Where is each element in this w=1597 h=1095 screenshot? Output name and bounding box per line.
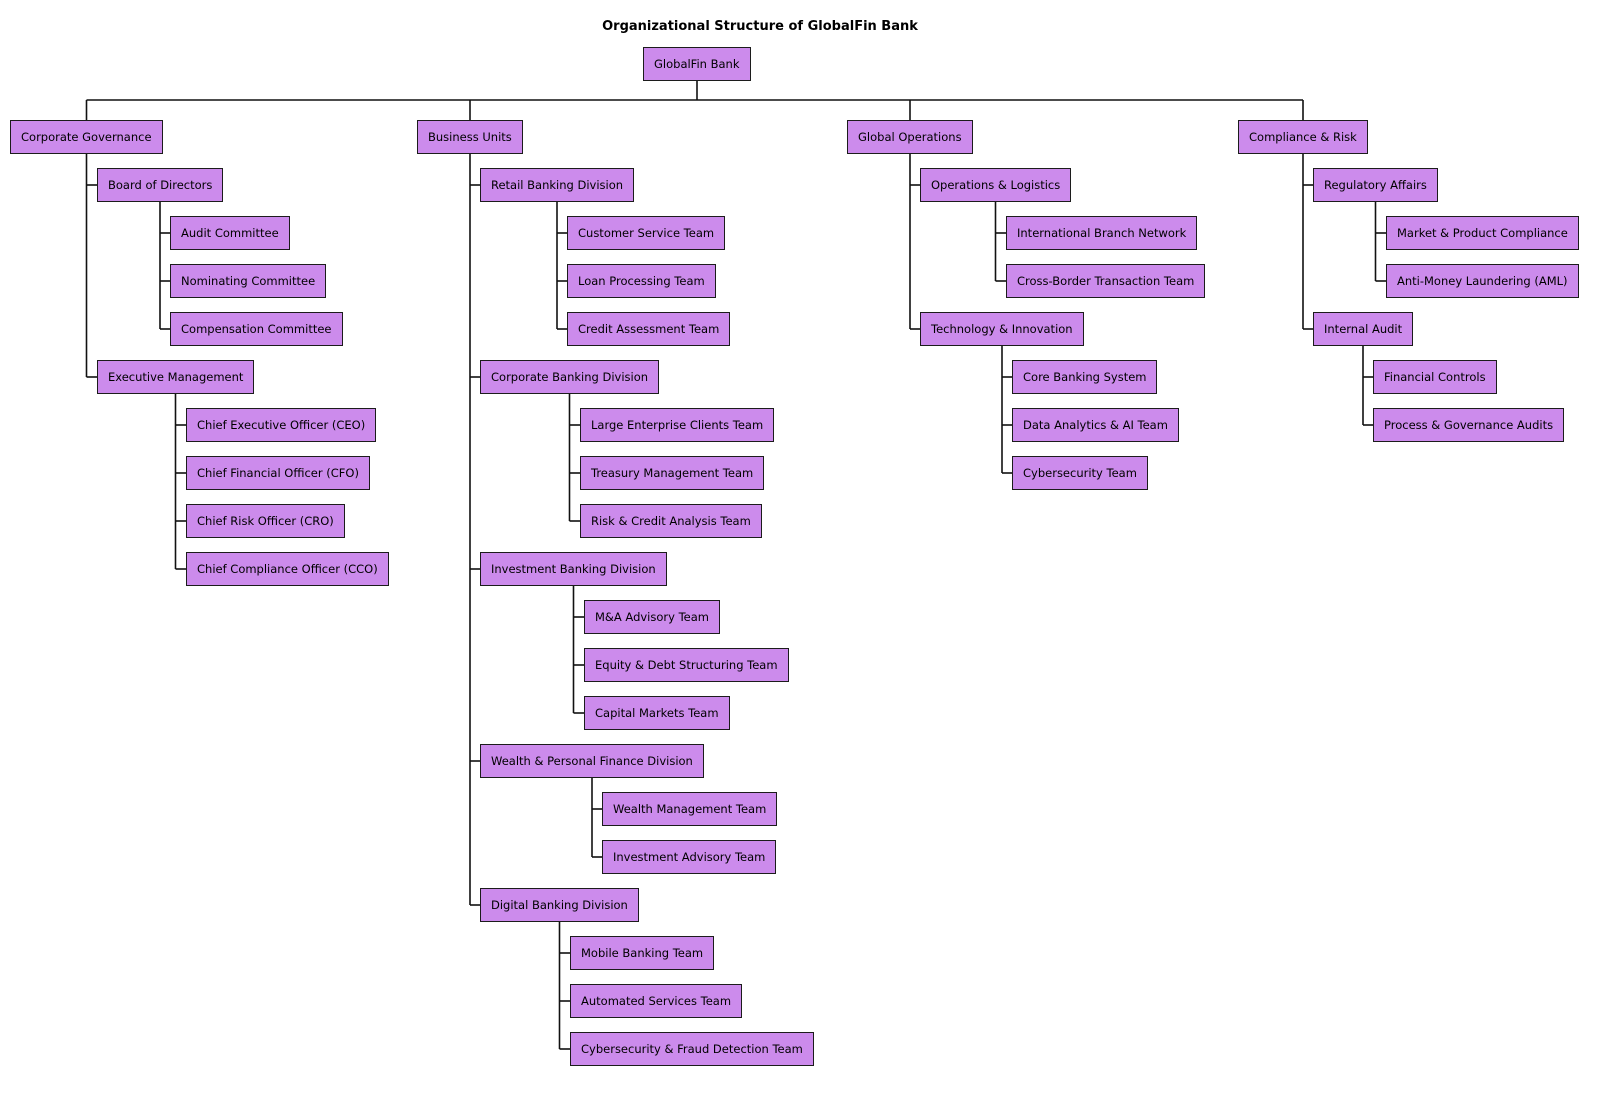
org-node-investment-banking-division: Investment Banking Division [480, 552, 667, 586]
org-node-compensation-committee: Compensation Committee [170, 312, 343, 346]
org-node-anti-money-laundering-aml: Anti-Money Laundering (AML) [1386, 264, 1579, 298]
org-node-credit-assessment-team: Credit Assessment Team [567, 312, 731, 346]
org-node-chief-financial-officer-cfo: Chief Financial Officer (CFO) [186, 456, 370, 490]
org-node-investment-advisory-team: Investment Advisory Team [602, 840, 777, 874]
org-node-treasury-management-team: Treasury Management Team [580, 456, 765, 490]
org-node-retail-banking-division: Retail Banking Division [480, 168, 635, 202]
org-node-mobile-banking-team: Mobile Banking Team [570, 936, 715, 970]
org-node-equity-debt-structuring-team: Equity & Debt Structuring Team [584, 648, 789, 682]
org-node-cybersecurity-fraud-detection-team: Cybersecurity & Fraud Detection Team [570, 1032, 814, 1066]
org-node-m-a-advisory-team: M&A Advisory Team [584, 600, 720, 634]
org-node-globalfin-bank: GlobalFin Bank [643, 47, 751, 81]
org-node-cross-border-transaction-team: Cross-Border Transaction Team [1006, 264, 1206, 298]
org-node-chief-compliance-officer-cco: Chief Compliance Officer (CCO) [186, 552, 389, 586]
org-node-loan-processing-team: Loan Processing Team [567, 264, 716, 298]
org-node-executive-management: Executive Management [97, 360, 255, 394]
org-node-technology-innovation: Technology & Innovation [920, 312, 1084, 346]
org-node-chief-executive-officer-ceo: Chief Executive Officer (CEO) [186, 408, 377, 442]
org-node-cybersecurity-team: Cybersecurity Team [1012, 456, 1148, 490]
chart-title: Organizational Structure of GlobalFin Ba… [602, 19, 918, 34]
org-node-compliance-risk: Compliance & Risk [1238, 120, 1368, 154]
org-node-business-units: Business Units [417, 120, 523, 154]
org-node-operations-logistics: Operations & Logistics [920, 168, 1072, 202]
org-node-global-operations: Global Operations [847, 120, 973, 154]
org-node-core-banking-system: Core Banking System [1012, 360, 1158, 394]
org-node-international-branch-network: International Branch Network [1006, 216, 1198, 250]
org-node-internal-audit: Internal Audit [1313, 312, 1414, 346]
org-node-financial-controls: Financial Controls [1373, 360, 1497, 394]
org-node-large-enterprise-clients-team: Large Enterprise Clients Team [580, 408, 775, 442]
org-node-data-analytics-ai-team: Data Analytics & AI Team [1012, 408, 1179, 442]
org-node-audit-committee: Audit Committee [170, 216, 290, 250]
org-node-customer-service-team: Customer Service Team [567, 216, 726, 250]
org-node-regulatory-affairs: Regulatory Affairs [1313, 168, 1438, 202]
org-node-market-product-compliance: Market & Product Compliance [1386, 216, 1579, 250]
org-node-wealth-personal-finance-division: Wealth & Personal Finance Division [480, 744, 704, 778]
org-node-wealth-management-team: Wealth Management Team [602, 792, 778, 826]
org-node-process-governance-audits: Process & Governance Audits [1373, 408, 1565, 442]
org-node-nominating-committee: Nominating Committee [170, 264, 327, 298]
org-node-chief-risk-officer-cro: Chief Risk Officer (CRO) [186, 504, 345, 538]
org-node-capital-markets-team: Capital Markets Team [584, 696, 730, 730]
org-node-corporate-banking-division: Corporate Banking Division [480, 360, 660, 394]
org-node-corporate-governance: Corporate Governance [10, 120, 163, 154]
org-node-risk-credit-analysis-team: Risk & Credit Analysis Team [580, 504, 762, 538]
org-node-board-of-directors: Board of Directors [97, 168, 224, 202]
org-node-automated-services-team: Automated Services Team [570, 984, 743, 1018]
org-node-digital-banking-division: Digital Banking Division [480, 888, 639, 922]
